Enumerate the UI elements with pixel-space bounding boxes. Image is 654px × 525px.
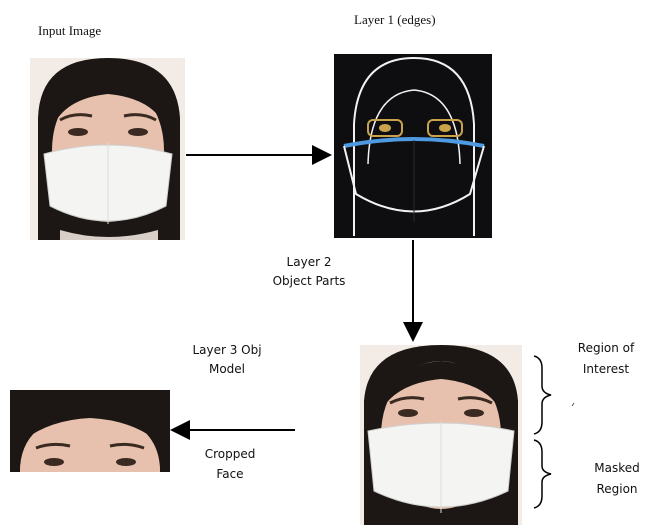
tick-mark bbox=[572, 403, 574, 406]
brace-masked-region bbox=[534, 440, 551, 508]
brace-region-of-interest bbox=[534, 356, 551, 434]
